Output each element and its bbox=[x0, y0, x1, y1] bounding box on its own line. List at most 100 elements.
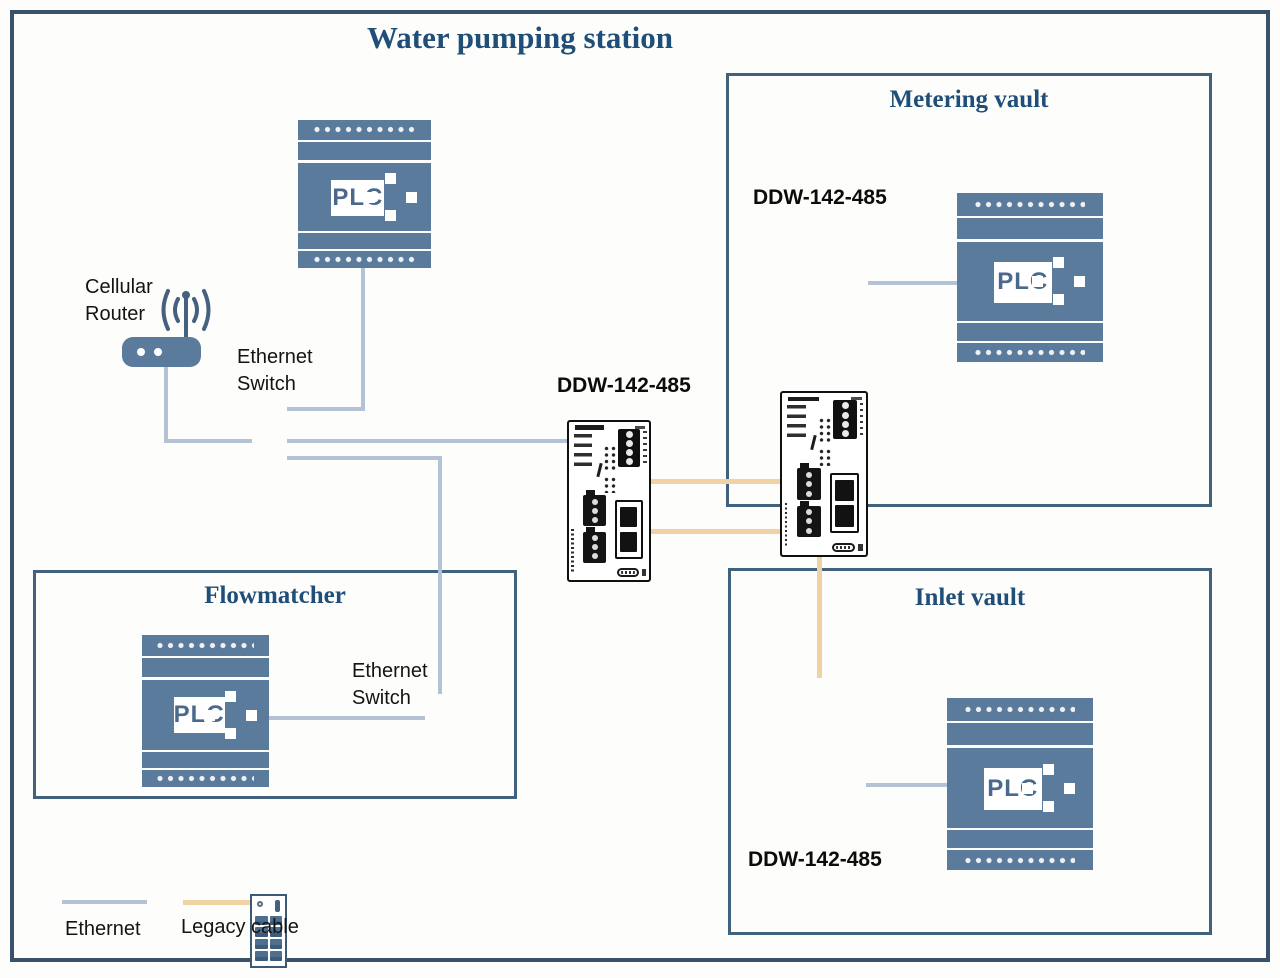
ethernet-line-inlet-ddw-to-plc bbox=[866, 783, 948, 787]
metering-vault-box: Metering vault bbox=[726, 73, 1212, 507]
ddw-bottom-mark bbox=[641, 568, 646, 576]
ddw-side-text bbox=[784, 503, 788, 547]
ethernet-line-router-to-switch-h bbox=[164, 439, 252, 443]
plc-key-left-icon bbox=[1022, 782, 1034, 794]
ddw-bottom-mark bbox=[858, 543, 863, 551]
ddw-brand-text bbox=[574, 425, 605, 430]
plc-bottom-terminal-strip bbox=[142, 769, 269, 787]
ddw-142-485-device bbox=[567, 420, 651, 582]
ddw-power-terminal bbox=[617, 429, 641, 468]
legacy-line-to-inlet-h bbox=[650, 529, 822, 534]
ethernet-line-router-to-switch-v bbox=[164, 366, 168, 443]
plc-key-right-icon bbox=[1074, 276, 1086, 288]
ddw-main-label: DDW-142-485 bbox=[557, 374, 691, 397]
plc-band bbox=[957, 322, 1103, 341]
inlet-vault-title: Inlet vault bbox=[914, 584, 1026, 611]
plc-bottom-terminal-strip bbox=[298, 250, 431, 268]
switch-uplink-slot bbox=[275, 899, 281, 912]
plc-label: PLC bbox=[331, 180, 385, 216]
plc-key-down-icon bbox=[1043, 800, 1055, 812]
plc-key-left-icon bbox=[203, 709, 215, 721]
plc-top-terminal-strip bbox=[142, 635, 269, 656]
ddw-power-terminal bbox=[833, 400, 857, 440]
ddw-serial-connector bbox=[583, 526, 606, 563]
ddw-serial-connector bbox=[797, 463, 821, 500]
page-title: Water pumping station bbox=[366, 20, 674, 55]
plc-body: PLC bbox=[947, 747, 1093, 829]
terminal-dots bbox=[313, 255, 416, 263]
plc-key-down-icon bbox=[385, 210, 397, 222]
ethernet-switch-label-line2: Switch bbox=[237, 373, 296, 395]
plc-key-down-icon bbox=[1053, 294, 1065, 306]
legend-ethernet-line-sample bbox=[62, 900, 147, 904]
plc-bottom-terminal-strip bbox=[957, 342, 1103, 362]
ddw-usb-port bbox=[617, 568, 639, 577]
plc-top-terminal-strip bbox=[957, 193, 1103, 216]
ddw-rj45-ports bbox=[829, 473, 860, 534]
metering-vault-title: Metering vault bbox=[889, 86, 1049, 113]
cellular-router-device bbox=[122, 337, 201, 367]
plc-key-up-icon bbox=[385, 173, 397, 185]
plc-key-right-icon bbox=[245, 709, 257, 721]
ddw-dip-switch-labels bbox=[604, 446, 618, 472]
terminal-dots bbox=[974, 348, 1086, 356]
flowmatcher-box: Flowmatcher bbox=[33, 570, 517, 799]
plc-band bbox=[947, 723, 1093, 745]
ethernet-switch-label: Ethernet Switch bbox=[237, 344, 313, 398]
ethernet-line-metering-ddw-to-plc bbox=[868, 281, 958, 285]
flowmatcher-title: Flowmatcher bbox=[204, 582, 346, 609]
plc-key-up-icon bbox=[1053, 257, 1065, 269]
ddw-142-485-device bbox=[780, 391, 868, 557]
ddw-status-leds bbox=[787, 405, 807, 443]
plc-band bbox=[957, 217, 1103, 239]
legend-legacy-label: Legacy cable bbox=[181, 916, 299, 938]
plc-key-left-icon bbox=[364, 192, 376, 204]
plc-body: PLC bbox=[142, 679, 269, 750]
ddw-brand-text bbox=[787, 396, 819, 402]
plc-band bbox=[298, 141, 431, 161]
ddw-dip-switch-labels bbox=[604, 476, 618, 494]
ethernet-switch-label-line2: Switch bbox=[352, 687, 411, 709]
legend-ethernet-label: Ethernet bbox=[65, 918, 141, 940]
ethernet-line-switch-to-ddw bbox=[287, 439, 569, 443]
plc-top-terminal-strip bbox=[298, 120, 431, 140]
cellular-router-label: Cellular Router bbox=[85, 274, 153, 328]
ethernet-switch-device bbox=[250, 894, 287, 968]
ethernet-line-plc-to-switch-h bbox=[287, 407, 363, 411]
cellular-router-label-line1: Cellular bbox=[85, 276, 153, 298]
plc-device: PLC bbox=[298, 120, 431, 268]
plc-key-up-icon bbox=[224, 690, 236, 702]
cellular-router-label-line2: Router bbox=[85, 303, 146, 325]
ddw-right-text bbox=[643, 431, 647, 467]
ddw-warning-mark bbox=[596, 462, 603, 478]
plc-key-right-icon bbox=[1064, 782, 1076, 794]
inlet-vault-box: Inlet vault bbox=[728, 568, 1212, 935]
plc-key-right-icon bbox=[406, 192, 418, 204]
ddw-side-text bbox=[571, 529, 574, 573]
ddw-warning-mark bbox=[810, 434, 817, 450]
ethernet-switch-label-line1: Ethernet bbox=[237, 346, 313, 368]
plc-device: PLC bbox=[947, 698, 1093, 870]
switch-led-icon bbox=[257, 900, 264, 907]
terminal-dots bbox=[157, 641, 254, 649]
plc-label: PLC bbox=[174, 697, 225, 734]
ddw-dip-switch-labels bbox=[818, 418, 834, 445]
plc-device: PLC bbox=[142, 635, 269, 787]
plc-band bbox=[298, 233, 431, 249]
ethernet-line-flowmatcher-plc-to-switch bbox=[269, 716, 425, 720]
plc-band bbox=[142, 657, 269, 677]
ddw-usb-port bbox=[832, 542, 856, 552]
terminal-dots bbox=[313, 126, 416, 134]
ethernet-switch-label-line1: Ethernet bbox=[352, 660, 428, 682]
ddw-status-leds bbox=[573, 433, 593, 471]
plc-body: PLC bbox=[298, 163, 431, 232]
plc-bottom-terminal-strip bbox=[947, 850, 1093, 870]
ddw-inlet-label: DDW-142-485 bbox=[748, 848, 882, 871]
plc-key-left-icon bbox=[1032, 276, 1044, 288]
station-boundary-box bbox=[10, 10, 1270, 962]
plc-key-up-icon bbox=[1043, 763, 1055, 775]
legend-legacy-line-sample bbox=[183, 900, 270, 905]
ddw-corner-text bbox=[850, 396, 862, 401]
ddw-right-text bbox=[859, 402, 864, 439]
